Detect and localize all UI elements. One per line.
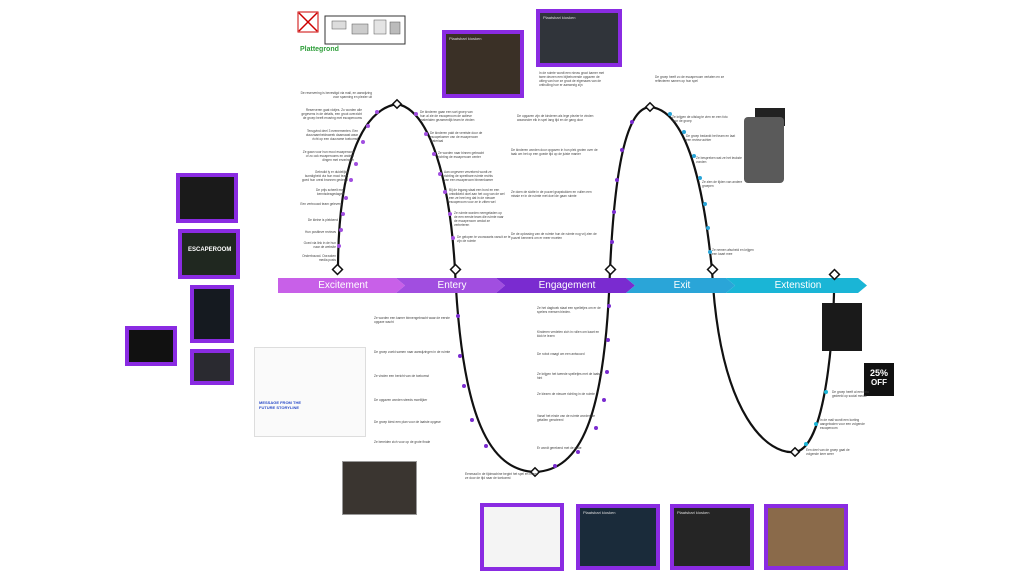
note-exit-5: Ze zien de tijden van andere groepen — [702, 180, 743, 188]
bottom-photo-2-caption: Plaatsbari kiosken — [583, 510, 616, 515]
social-post-3 — [190, 349, 234, 385]
note-lower-2: De groep zoekt samen naar aanwijzingen i… — [374, 350, 451, 354]
discount-badge: 25% OFF — [864, 363, 894, 396]
note-entery-6: Ze ruimte worden neergeladen op de een e… — [454, 211, 504, 227]
note-engagement-bot-2: Kinderen verdelen zich in rollen om kaar… — [537, 330, 600, 338]
note-excitement-6: De prijs scheelt met kennisdeagedagen — [316, 188, 344, 196]
note-excitement-11: Onderbouwd. Oorzaken media posts — [302, 254, 336, 262]
note-exit-3: De groep bedankt het team en laat een re… — [686, 134, 736, 142]
note-excitement-4: Ze gaan voor hun mooi escaperoom of zo o… — [302, 150, 354, 162]
note-excitement-8: De kleine is plekkend — [307, 218, 338, 222]
stage-excitement-shape — [278, 278, 405, 293]
note-lower-3: Ze vinden een bericht van de toekomst — [374, 374, 429, 378]
note-excitement-10: Goed via link in de hun naar de website — [303, 241, 336, 249]
floorplan-drawing — [297, 11, 406, 45]
note-lower-5: De groep kiest een plan voor de laatste … — [374, 420, 441, 424]
stage-exit-shape — [626, 278, 735, 293]
stage-entery-shape — [396, 278, 505, 293]
message-storyline-card: MESSAGE FROM THE FUTURE STORYLINE — [254, 347, 366, 437]
bottom-photo-3-caption: Plaatsbari kiosken — [677, 510, 710, 515]
note-excitement-9: Hun positieve reviews — [304, 230, 336, 234]
note-lower-4: De opgaven worden steeds moeilijker — [374, 398, 428, 402]
note-engagement-bot-1: Ze het dagboek staat een spelletjes om e… — [537, 306, 601, 314]
escaperoom-post: ESCAPEROOM — [178, 229, 240, 279]
social-post-2 — [190, 285, 234, 343]
floorplan-title: Plattegrond — [300, 46, 339, 53]
stage-engagement-shape — [496, 278, 635, 293]
extension-poster — [822, 303, 862, 351]
note-excitement-2: Reserveren gaat vlotjes. Zo worden alle … — [301, 108, 362, 120]
bottom-photo-2: Plaatsbari kiosken — [576, 504, 660, 570]
note-exit-2: Ze krijgen de uitslag te zien en een fot… — [672, 115, 728, 123]
stage-extension-shape — [726, 278, 867, 293]
note-exit-6: Ze nemen afscheid en krijgen een kaart m… — [712, 248, 754, 256]
entery-photo: Plaatsbari kiosken — [442, 30, 524, 98]
stage-excitement: Excitement — [318, 280, 368, 291]
exit-person-photo — [744, 117, 784, 183]
note-engagement-top-4: Ze doen de slotte in de puzzel grapstukk… — [511, 190, 592, 198]
note-engagement-top-3: De kinderen worden door opgaven in hun p… — [511, 148, 598, 156]
escaperoom-text: ESCAPEROOM — [188, 247, 232, 253]
note-entery-3: Ze worden naar binnen gebracht richting … — [438, 151, 485, 159]
bottom-photo-3: Plaatsbari kiosken — [670, 504, 754, 570]
note-entery-4: Aan ongeveer verzekerd wordt ze richting… — [444, 170, 494, 182]
discount-word: OFF — [871, 378, 887, 387]
note-lower-6: Ze bereiden zich voor op de grote finale — [374, 440, 431, 444]
note-engagement-top-5: De de oplossing van de ruimte hun de rui… — [511, 232, 597, 240]
note-engagement-top-2: De opgaven zijn de kinderen als lege ple… — [517, 114, 594, 122]
note-excitement-1: De reservering is bevestigd via mail, en… — [300, 91, 372, 99]
note-extension-1: De groep heeft al een foto gedeeld op so… — [832, 390, 869, 398]
note-engagement-bot-7: Er wordt gerekend met de code — [537, 446, 582, 450]
engagement-photo-caption: Plaatsbari kiosken — [543, 15, 576, 20]
note-engagement-bot-4: Ze krijgen het tweede spelletjes met de … — [537, 372, 603, 380]
stage-entery: Entery — [437, 280, 467, 291]
note-entery-5: Bij de ingang staat een bord en een ontw… — [449, 188, 505, 204]
puzzle-overview — [480, 503, 564, 571]
note-exit-1: De groep heeft zo de escaperoom verlaten… — [655, 75, 725, 83]
touchpoint-dots — [337, 110, 828, 468]
bottom-photo-4 — [764, 504, 848, 570]
message-storyline-title: MESSAGE FROM THE FUTURE STORYLINE — [259, 400, 302, 410]
note-extension-2: In de mail wordt een korting aangeboden … — [820, 418, 865, 430]
stage-extension: Extenstion — [774, 280, 822, 291]
stage-bar — [278, 278, 867, 293]
note-excitement-5: Gebruikt ly er duidelijke kunstigheid vi… — [301, 170, 348, 182]
time-machine-photo — [342, 461, 417, 515]
note-entery-1: De kinderen gaan een sort groep van hun … — [420, 110, 475, 122]
social-post-1 — [176, 173, 238, 223]
note-engagement-bot-5: Ze kiezen de nieuwe richting in de ruimt… — [537, 392, 595, 396]
stage-exit: Exit — [673, 280, 691, 291]
note-engagement-bot-6: Vanaf het einde van de ruimte worden de … — [537, 414, 596, 422]
entery-photo-caption: Plaatsbari kiosken — [449, 36, 482, 41]
note-entery-7: De gelopen te voorwaarts vanuit ze te zi… — [457, 235, 511, 243]
note-engagement-bot-3: De robot vraagt om een antwoord — [537, 352, 585, 356]
social-post-4 — [125, 326, 177, 366]
note-extension-3: Een deel van de groep gaat de volgende k… — [806, 448, 850, 456]
note-bottom-center: Eenmaal in de tijdmachine begint het spe… — [465, 472, 539, 480]
note-excitement-3: Terugvind deel 3 evenementen. Een duurza… — [305, 129, 358, 141]
note-entery-2: De kinderen pakt de vereiste door de esc… — [430, 131, 483, 143]
stage-markers — [331, 98, 841, 478]
note-excitement-7: Een vertrouwd team geleverd — [300, 202, 342, 206]
note-exit-4: Ze bespreken wat ze het leukste vonden — [696, 156, 742, 164]
note-engagement-top-1: In de ruimte wordt een nieuw groot kamer… — [539, 71, 605, 87]
engagement-photo: Plaatsbari kiosken — [536, 9, 622, 67]
discount-value: 25% — [869, 368, 888, 378]
stage-engagement: Engagement — [538, 280, 596, 291]
note-lower-1: Ze worden een kamer binnengebracht waar … — [374, 316, 450, 324]
